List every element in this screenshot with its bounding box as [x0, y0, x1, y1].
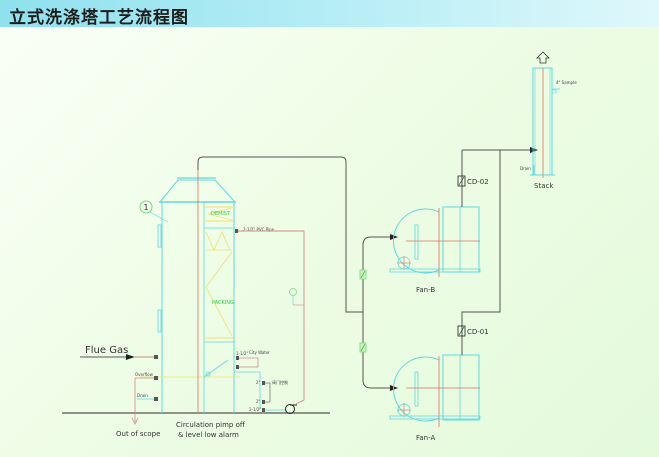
sample-port-cap[interactable]: [551, 89, 557, 94]
pressure-indicator-icon: [289, 288, 297, 296]
flue-gas-label: Flue Gas: [85, 345, 128, 356]
city-water-size: 1-1/2": [236, 351, 248, 356]
out-of-scope-arrow-icon: [131, 417, 139, 425]
alarm-note-line2: & level low alarm: [178, 431, 239, 439]
level-float-arm: [203, 359, 229, 378]
tag-leader: [149, 211, 169, 223]
tower-top-hood: [159, 179, 236, 203]
fan-b-inlet-cone: [414, 224, 419, 260]
demister-chevron: [207, 207, 233, 221]
city-water-valve-2[interactable]: [236, 365, 239, 369]
stack: 4" Sample Drain Stack: [462, 51, 577, 190]
suction-valve-1[interactable]: [262, 381, 265, 385]
stack-body: [532, 67, 553, 176]
drain-valve[interactable]: [154, 397, 158, 401]
alarm-note-line1: Circulation pimp off: [176, 421, 245, 429]
tower-outlet-duct: [197, 156, 355, 313]
cd-01-damper-icon[interactable]: [457, 325, 466, 337]
cd-02-damper-icon[interactable]: [457, 175, 466, 187]
fan-b-housing: [442, 206, 480, 273]
main-duct: [197, 156, 398, 391]
spray-inlet-valve[interactable]: [235, 229, 238, 233]
cd-01-label: CD-01: [467, 328, 489, 336]
packing-truss-upper: [205, 231, 231, 251]
stack-label: Stack: [534, 182, 554, 190]
recirculation-pipe: [238, 230, 305, 405]
flue-gas-arrow-icon: [126, 354, 135, 360]
stack-inlet-arrow-icon: [530, 147, 538, 153]
cd-01-blade: [458, 326, 465, 336]
manhole-lower: [157, 309, 162, 333]
stack-drain-label: Drain: [520, 166, 531, 171]
fan-a: Fan-A CD-01: [389, 150, 501, 442]
fan-a-label: Fan-A: [416, 434, 435, 442]
sample-label: 4" Sample: [556, 80, 577, 85]
equipment-tag-bubble: [139, 200, 153, 214]
damper-blade-b: [360, 270, 366, 279]
city-water-valve-1[interactable]: [236, 356, 239, 360]
circulation-system: 2-1/2" PVC Pipe 1-1/2" City Water 2" 2" …: [176, 227, 305, 439]
scrubber-tower: DEMIST PACKING 1: [139, 170, 240, 413]
circulation-pump-icon[interactable]: [285, 404, 295, 414]
pump-suction-valve[interactable]: [262, 408, 265, 412]
demister-label: DEMIST: [211, 211, 231, 217]
fan-b: Fan-B CD-02: [389, 150, 489, 294]
overflow-drain: Overflow Drain Out of scope: [116, 372, 160, 438]
stack-outlet-arrow-icon: [536, 51, 550, 64]
packing-label: PACKING: [212, 300, 234, 306]
cd-02-label: CD-02: [467, 178, 489, 186]
pump-suction-size: 2-1/2": [249, 407, 261, 412]
city-water-line: [239, 357, 259, 368]
damper-blade-a: [360, 343, 366, 352]
fan-b-label: Fan-B: [416, 286, 435, 294]
level-float: [205, 371, 211, 377]
overflow-label: Overflow: [135, 372, 154, 377]
out-of-scope-label: Out of scope: [116, 430, 160, 438]
overflow-valve[interactable]: [154, 376, 158, 380]
suction-valve-size-1: 2": [256, 380, 261, 385]
equipment-tag-number: 1: [144, 203, 149, 212]
packing-bed-outline: [205, 251, 233, 337]
pump-suction-header: [234, 371, 261, 410]
manhole-upper: [157, 224, 162, 248]
fan-b-inlet-duct: [362, 236, 392, 312]
fan-a-outlet-duct: [461, 150, 501, 355]
flue-gas-nozzle: [154, 355, 158, 359]
cd-02-blade: [458, 176, 465, 186]
fan-a-inlet-cone: [414, 371, 419, 407]
fan-a-inlet-duct: [362, 312, 392, 389]
city-water-label: City Water: [249, 350, 270, 355]
fan-b-volute: [392, 208, 440, 274]
drain-label: Drain: [137, 393, 148, 398]
suction-valve-2[interactable]: [262, 400, 265, 404]
page-title: 立式洗涤塔工艺流程图: [9, 8, 189, 28]
fan-a-housing: [442, 354, 480, 421]
fan-a-base: [389, 415, 481, 420]
flue-gas-inlet: Flue Gas: [80, 345, 158, 360]
fan-a-volute: [392, 356, 440, 422]
fan-a-inlet-arrow-icon: [390, 385, 398, 391]
pump-instrument-label: 阀门控制: [272, 379, 288, 385]
fan-b-base: [389, 268, 481, 273]
title-bar: 立式洗涤塔工艺流程图: [0, 0, 659, 28]
pvc-pipe-label: 2-1/2" PVC Pipe: [243, 227, 275, 232]
suction-valve-size-2: 2": [256, 399, 261, 404]
